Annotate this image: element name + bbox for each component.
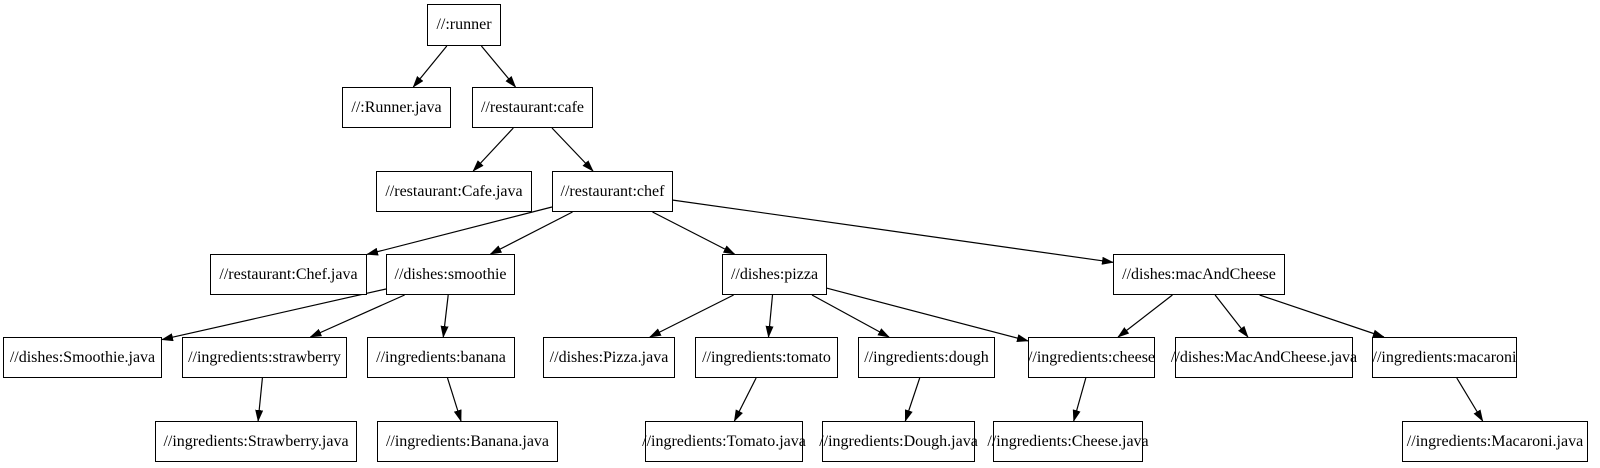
edge-smoothie-to-banana [440,294,449,338]
node-strawberry-java: //ingredients:Strawberry.java [155,421,357,462]
edge-cheese-to-cheese-java [1072,377,1087,422]
node-strawberry: //ingredients:strawberry [182,337,347,378]
node-mac-and-cheese: //dishes:macAndCheese [1113,254,1285,295]
node-cafe-java: //restaurant:Cafe.java [376,171,532,212]
edge-banana-to-banana-java [446,377,462,422]
node-banana: //ingredients:banana [367,337,515,378]
edge-smoothie-to-strawberry [309,294,405,338]
node-smoothie: //dishes:smoothie [386,254,515,295]
node-chef: //restaurant:chef [552,171,673,212]
edge-runner-to-runner-java [412,45,448,88]
node-mac-and-cheese-java: //dishes:MacAndCheese.java [1171,337,1357,378]
node-runner-java: //:Runner.java [342,87,451,128]
node-smoothie-java: //dishes:Smoothie.java [3,337,162,378]
edge-runner-to-cafe [480,45,517,88]
edge-smoothie-to-smoothie-java [161,288,387,342]
node-banana-java: //ingredients:Banana.java [377,421,558,462]
node-tomato-java: //ingredients:Tomato.java [642,421,806,462]
node-cheese-java: //ingredients:Cheese.java [987,421,1149,462]
edge-mac-and-cheese-to-cheese [1117,294,1173,338]
node-pizza: //dishes:pizza [722,254,827,295]
edge-tomato-to-tomato-java [733,377,757,422]
node-dough-java: //ingredients:Dough.java [819,421,978,462]
node-cafe: //restaurant:cafe [472,87,593,128]
edge-chef-to-pizza [652,211,736,255]
edge-pizza-to-cheese [826,287,1029,342]
edge-cafe-to-chef [551,127,594,172]
node-cheese: //ingredients:cheese [1028,337,1155,378]
node-pizza-java: //dishes:Pizza.java [543,337,675,378]
edge-dough-to-dough-java [904,377,921,422]
edge-chef-to-smoothie [489,211,573,255]
edge-group [161,45,1484,422]
edge-pizza-to-dough [811,294,890,338]
edge-mac-and-cheese-to-macaroni [1259,294,1385,338]
node-macaroni-java: //ingredients:Macaroni.java [1402,421,1588,462]
edge-pizza-to-pizza-java [649,294,734,338]
edge-strawberry-to-strawberry-java [255,377,264,422]
node-macaroni: //ingredients:macaroni [1372,337,1517,378]
edge-cafe-to-cafe-java [472,127,514,172]
edge-macaroni-to-macaroni-java [1456,377,1484,422]
edge-chef-to-mac-and-cheese [672,199,1114,265]
node-runner: //:runner [427,4,501,46]
edge-pizza-to-tomato [765,294,774,338]
node-dough: //ingredients:dough [858,337,995,378]
edge-chef-to-chef-java [366,206,553,256]
node-chef-java: //restaurant:Chef.java [210,254,367,295]
edge-mac-and-cheese-to-mac-and-cheese-java [1214,294,1249,338]
node-tomato: //ingredients:tomato [695,337,838,378]
